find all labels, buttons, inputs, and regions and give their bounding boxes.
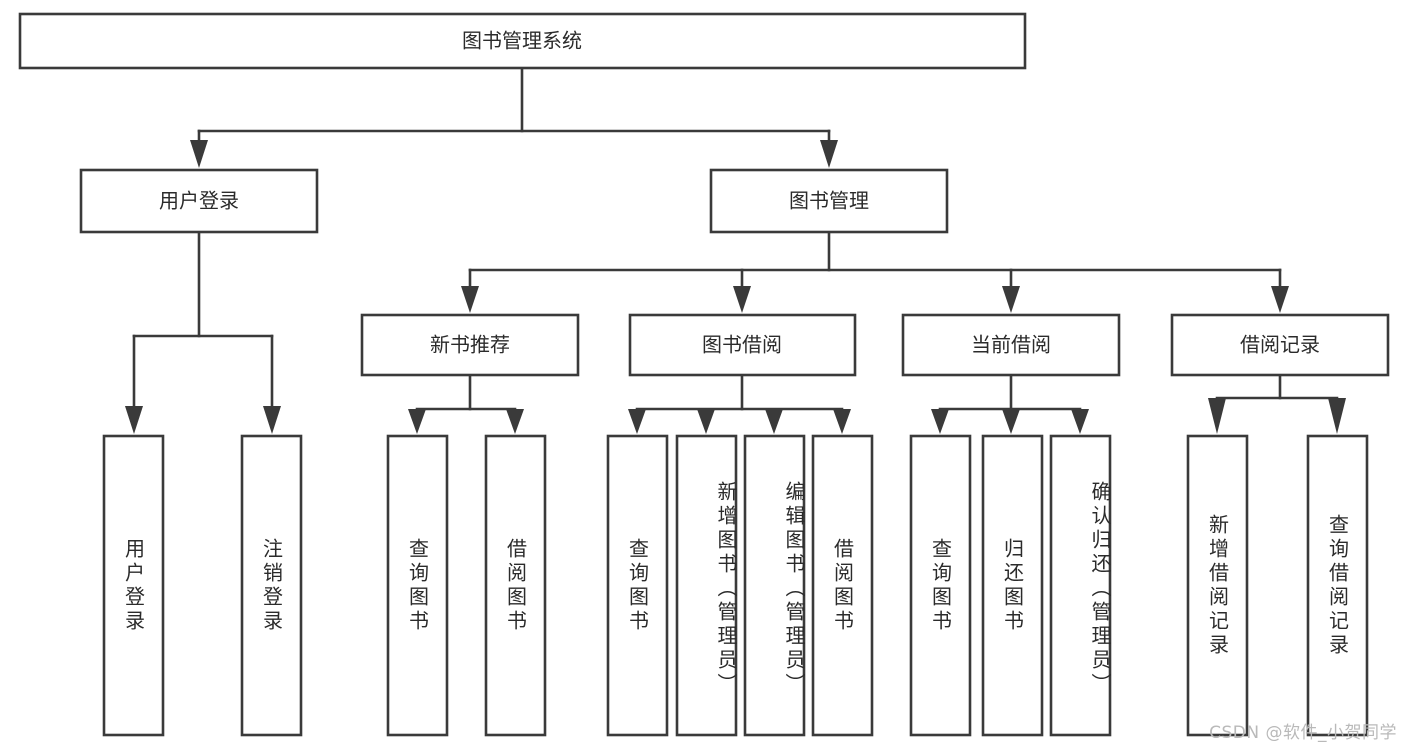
arrow-head-leaf-user-login bbox=[125, 406, 143, 434]
arrow-head-leaf-query-record bbox=[1328, 398, 1346, 434]
node-book-management-label: 图书管理 bbox=[789, 189, 869, 213]
node-user-login[interactable]: 用户登录 bbox=[79, 168, 319, 234]
arrow-head-leaf-edit-book bbox=[765, 409, 783, 434]
arrow-head-leaf-query-book-1 bbox=[408, 409, 426, 434]
leaf-box-query-book-2[interactable] bbox=[606, 434, 669, 737]
node-user-login-box[interactable] bbox=[79, 168, 319, 234]
arrow-head-leaf-query-book-2 bbox=[628, 409, 646, 434]
node-book-management-box[interactable] bbox=[709, 168, 949, 234]
connector-layer bbox=[125, 66, 1346, 434]
arrow-head-current-borrow bbox=[1002, 286, 1020, 313]
leaf-box-edit-book[interactable] bbox=[743, 434, 806, 737]
leaf-box-add-book[interactable] bbox=[675, 434, 738, 737]
node-new-book-recommend[interactable]: 新书推荐 bbox=[360, 313, 580, 377]
leaf-box-confirm-return[interactable] bbox=[1049, 434, 1112, 737]
node-root-box[interactable] bbox=[18, 12, 1027, 70]
arrow-head-new-book-rec bbox=[461, 286, 479, 313]
node-root-label: 图书管理系统 bbox=[462, 29, 582, 53]
leaf-box-user-login[interactable] bbox=[102, 434, 165, 737]
leaf-box-query-book-3[interactable] bbox=[909, 434, 972, 737]
leaf-box-logout[interactable] bbox=[240, 434, 303, 737]
leaf-box-borrow-book-1[interactable] bbox=[484, 434, 547, 737]
leaf-box-query-book-1[interactable] bbox=[386, 434, 449, 737]
node-current-borrow[interactable]: 当前借阅 bbox=[901, 313, 1121, 377]
leaf-box-return-book[interactable] bbox=[981, 434, 1044, 737]
arrow-head-to-user-login bbox=[190, 140, 208, 168]
node-borrow-record-box[interactable] bbox=[1170, 313, 1390, 377]
arrow-head-leaf-add-book bbox=[697, 409, 715, 434]
arrow-head-leaf-query-book-3 bbox=[931, 409, 949, 434]
arrow-head-leaf-confirm-return bbox=[1071, 409, 1089, 434]
node-borrow-record-label: 借阅记录 bbox=[1240, 333, 1320, 357]
arrow-head-leaf-add-record bbox=[1208, 398, 1226, 434]
arrow-head-leaf-return-book bbox=[1002, 409, 1020, 434]
arrow-head-leaf-borrow-book-1 bbox=[506, 409, 524, 434]
node-root[interactable]: 图书管理系统 bbox=[18, 12, 1027, 70]
arrow-head-borrow-record bbox=[1271, 286, 1289, 313]
node-current-borrow-box[interactable] bbox=[901, 313, 1121, 377]
leaf-box-query-record[interactable] bbox=[1306, 434, 1369, 737]
csdn-watermark: CSDN @软件_小贺同学 bbox=[1209, 723, 1397, 743]
arrow-head-leaf-borrow-book-2 bbox=[833, 409, 851, 434]
leaf-box-layer bbox=[102, 434, 1369, 737]
node-user-login-label: 用户登录 bbox=[159, 189, 239, 213]
node-book-borrow-box[interactable] bbox=[628, 313, 857, 377]
arrow-head-to-book-mgmt bbox=[820, 140, 838, 168]
leaf-box-borrow-book-2[interactable] bbox=[811, 434, 874, 737]
leaf-box-add-record[interactable] bbox=[1186, 434, 1249, 737]
node-current-borrow-label: 当前借阅 bbox=[971, 333, 1051, 357]
node-new-book-recommend-box[interactable] bbox=[360, 313, 580, 377]
node-borrow-record[interactable]: 借阅记录 bbox=[1170, 313, 1390, 377]
arrow-head-book-borrow bbox=[733, 286, 751, 313]
arrow-head-leaf-logout bbox=[263, 406, 281, 434]
node-book-borrow[interactable]: 图书借阅 bbox=[628, 313, 857, 377]
node-book-management[interactable]: 图书管理 bbox=[709, 168, 949, 234]
node-new-book-recommend-label: 新书推荐 bbox=[430, 333, 510, 357]
node-book-borrow-label: 图书借阅 bbox=[702, 333, 782, 357]
